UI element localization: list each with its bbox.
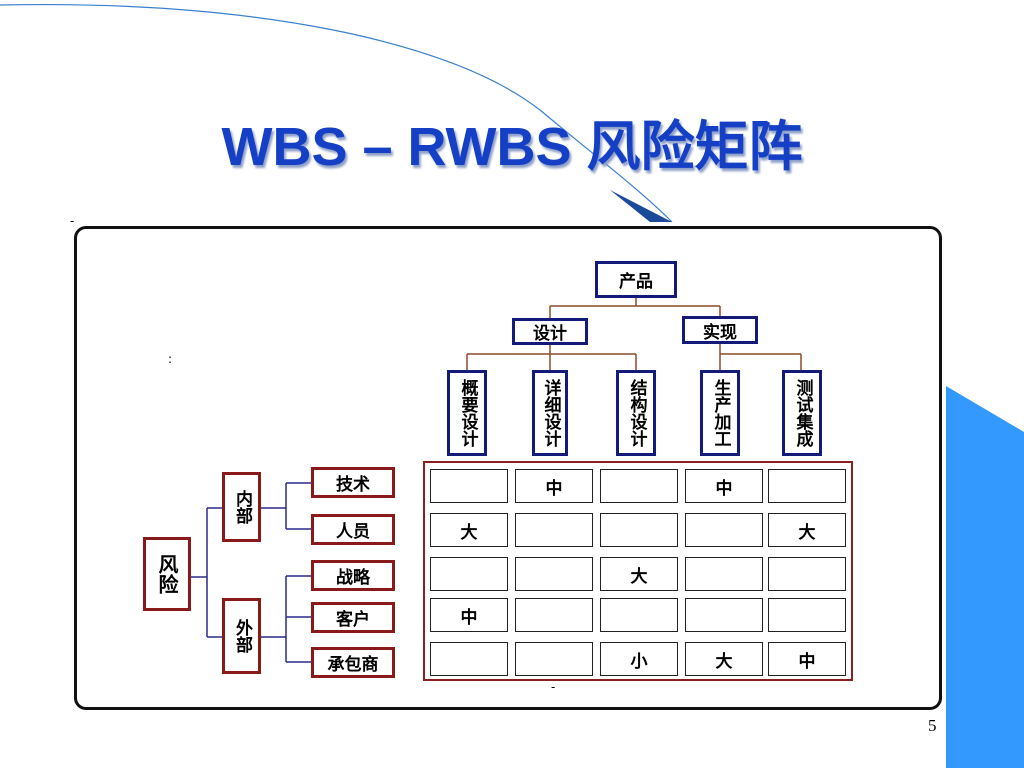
slide-title: WBS – RWBS 风险矩阵 (221, 117, 803, 177)
matrix-cell (515, 642, 593, 676)
wbs-leaf-detailed-design: 详细设计 (532, 370, 568, 456)
matrix-cell: 小 (600, 642, 678, 676)
rbs-group-external: 外部 (222, 598, 261, 674)
matrix-cell: 中 (515, 469, 593, 503)
rbs-item-customer: 客户 (311, 602, 395, 633)
rbs-group-external-label: 外部 (232, 619, 252, 653)
matrix-cell (768, 598, 846, 632)
matrix-cell (685, 513, 763, 547)
rbs-root-label: 风险 (155, 554, 179, 594)
matrix-cell (430, 469, 508, 503)
rbs-item-contractor: 承包商 (311, 647, 395, 678)
wbs-root-node: 产品 (595, 261, 677, 298)
matrix-cell: 中 (685, 469, 763, 503)
matrix-cell (768, 469, 846, 503)
wbs-node-design: 设计 (512, 318, 588, 345)
wbs-leaf-production: 生产加工 (700, 370, 740, 456)
rbs-item-personnel: 人员 (311, 514, 395, 545)
matrix-cell (768, 557, 846, 591)
matrix-cell (685, 598, 763, 632)
matrix-cell (600, 513, 678, 547)
matrix-cell (430, 642, 508, 676)
decor-blue-wedge (946, 386, 1024, 768)
stray-mark: - (70, 214, 75, 228)
matrix-cell (600, 598, 678, 632)
matrix-cell: 中 (430, 598, 508, 632)
stray-mark: : (168, 352, 173, 366)
risk-matrix: 中 中 大 大 大 中 小 大 中 (423, 461, 853, 681)
matrix-cell: 大 (600, 557, 678, 591)
decor-arc (0, 4, 673, 223)
rbs-group-internal-label: 内部 (232, 490, 252, 524)
wbs-node-implementation: 实现 (682, 316, 758, 344)
wbs-leaf-outline-design: 概要设计 (447, 370, 487, 456)
matrix-cell (430, 557, 508, 591)
matrix-cell: 中 (768, 642, 846, 676)
matrix-cell: 大 (768, 513, 846, 547)
page-number: 5 (928, 716, 937, 735)
wbs-leaf-structure-design: 结构设计 (616, 370, 656, 456)
matrix-cell: 大 (685, 642, 763, 676)
matrix-cell (685, 557, 763, 591)
wbs-leaf-test-integration: 测试集成 (782, 370, 822, 456)
rbs-item-technology: 技术 (311, 467, 395, 498)
rbs-group-internal: 内部 (222, 472, 261, 542)
matrix-cell (600, 469, 678, 503)
matrix-cell (515, 513, 593, 547)
decor-swoosh (610, 190, 672, 222)
stray-mark: - (551, 680, 556, 694)
rbs-root-node: 风险 (143, 537, 191, 611)
matrix-cell (515, 598, 593, 632)
matrix-cell: 大 (430, 513, 508, 547)
matrix-cell (515, 557, 593, 591)
rbs-item-strategy: 战略 (311, 560, 395, 591)
